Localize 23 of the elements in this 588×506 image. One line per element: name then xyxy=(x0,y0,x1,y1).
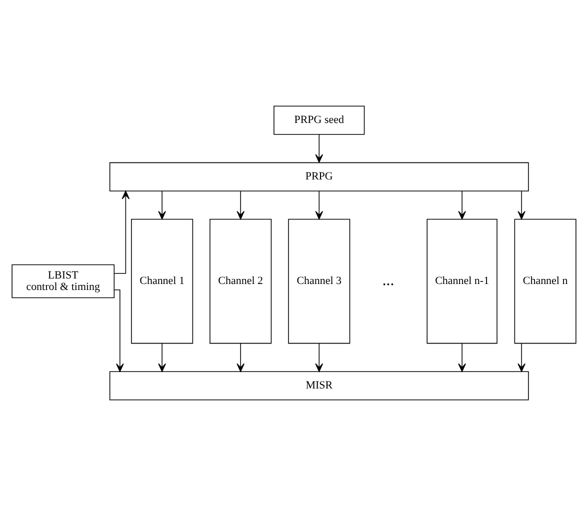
node-box: PRPG seed xyxy=(274,106,365,135)
node-box: Channel 3 xyxy=(288,218,350,344)
arrow xyxy=(114,290,124,372)
arrow xyxy=(518,190,526,220)
arrow xyxy=(458,190,466,220)
node-box: Channel n-1 xyxy=(426,218,498,344)
arrow xyxy=(518,343,526,372)
node-box: Channel n xyxy=(514,218,576,344)
node-box: MISR xyxy=(109,371,529,400)
arrow xyxy=(158,190,166,220)
arrow xyxy=(158,343,166,372)
arrow xyxy=(458,343,466,372)
node-box: Channel 1 xyxy=(131,218,194,344)
arrow xyxy=(114,190,130,274)
node-box: Channel 2 xyxy=(210,218,272,344)
node-box: LBIST control & timing xyxy=(12,264,115,298)
arrow xyxy=(236,343,245,372)
arrow xyxy=(236,190,245,220)
label: ... xyxy=(382,272,394,290)
arrow xyxy=(315,343,324,372)
node-box: PRPG xyxy=(109,162,529,192)
arrow xyxy=(315,190,324,220)
arrow xyxy=(315,134,324,163)
